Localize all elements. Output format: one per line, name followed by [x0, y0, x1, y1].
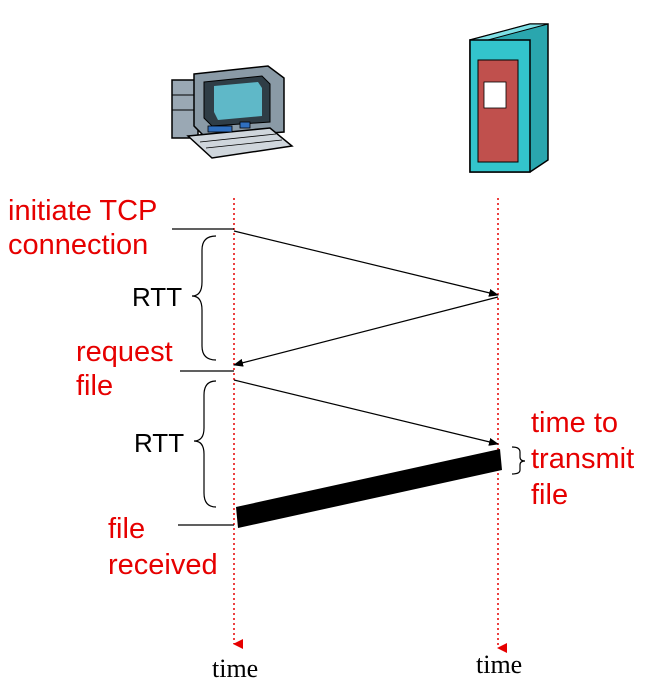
transmit-label-line1: time to: [531, 407, 619, 439]
synack-arrow: [233, 296, 499, 367]
desktop-computer-icon: [171, 65, 294, 159]
client-time-label: time: [212, 654, 259, 683]
request-label-line1: request: [76, 336, 173, 368]
request-label-line2: file: [76, 370, 114, 402]
file-transmission-band: [236, 449, 502, 528]
rtt-brace-bottom: [193, 380, 217, 508]
request-arrow: [233, 379, 499, 446]
initiate-label-line2: connection: [8, 229, 149, 261]
server-tower-icon: [469, 23, 549, 173]
rtt-label-bottom: RTT: [134, 428, 185, 458]
rtt-brace-top: [191, 235, 217, 361]
initiate-label-line1: initiate TCP: [8, 195, 158, 227]
server-time-label: time: [476, 650, 523, 679]
rtt-label-top: RTT: [132, 282, 183, 312]
received-label-line2: received: [108, 549, 218, 581]
transmit-label-line2: transmit: [531, 443, 635, 475]
received-label-line1: file: [108, 513, 146, 545]
transmit-label-line3: file: [531, 479, 569, 511]
syn-arrow: [233, 230, 499, 297]
transmit-brace: [511, 446, 526, 475]
